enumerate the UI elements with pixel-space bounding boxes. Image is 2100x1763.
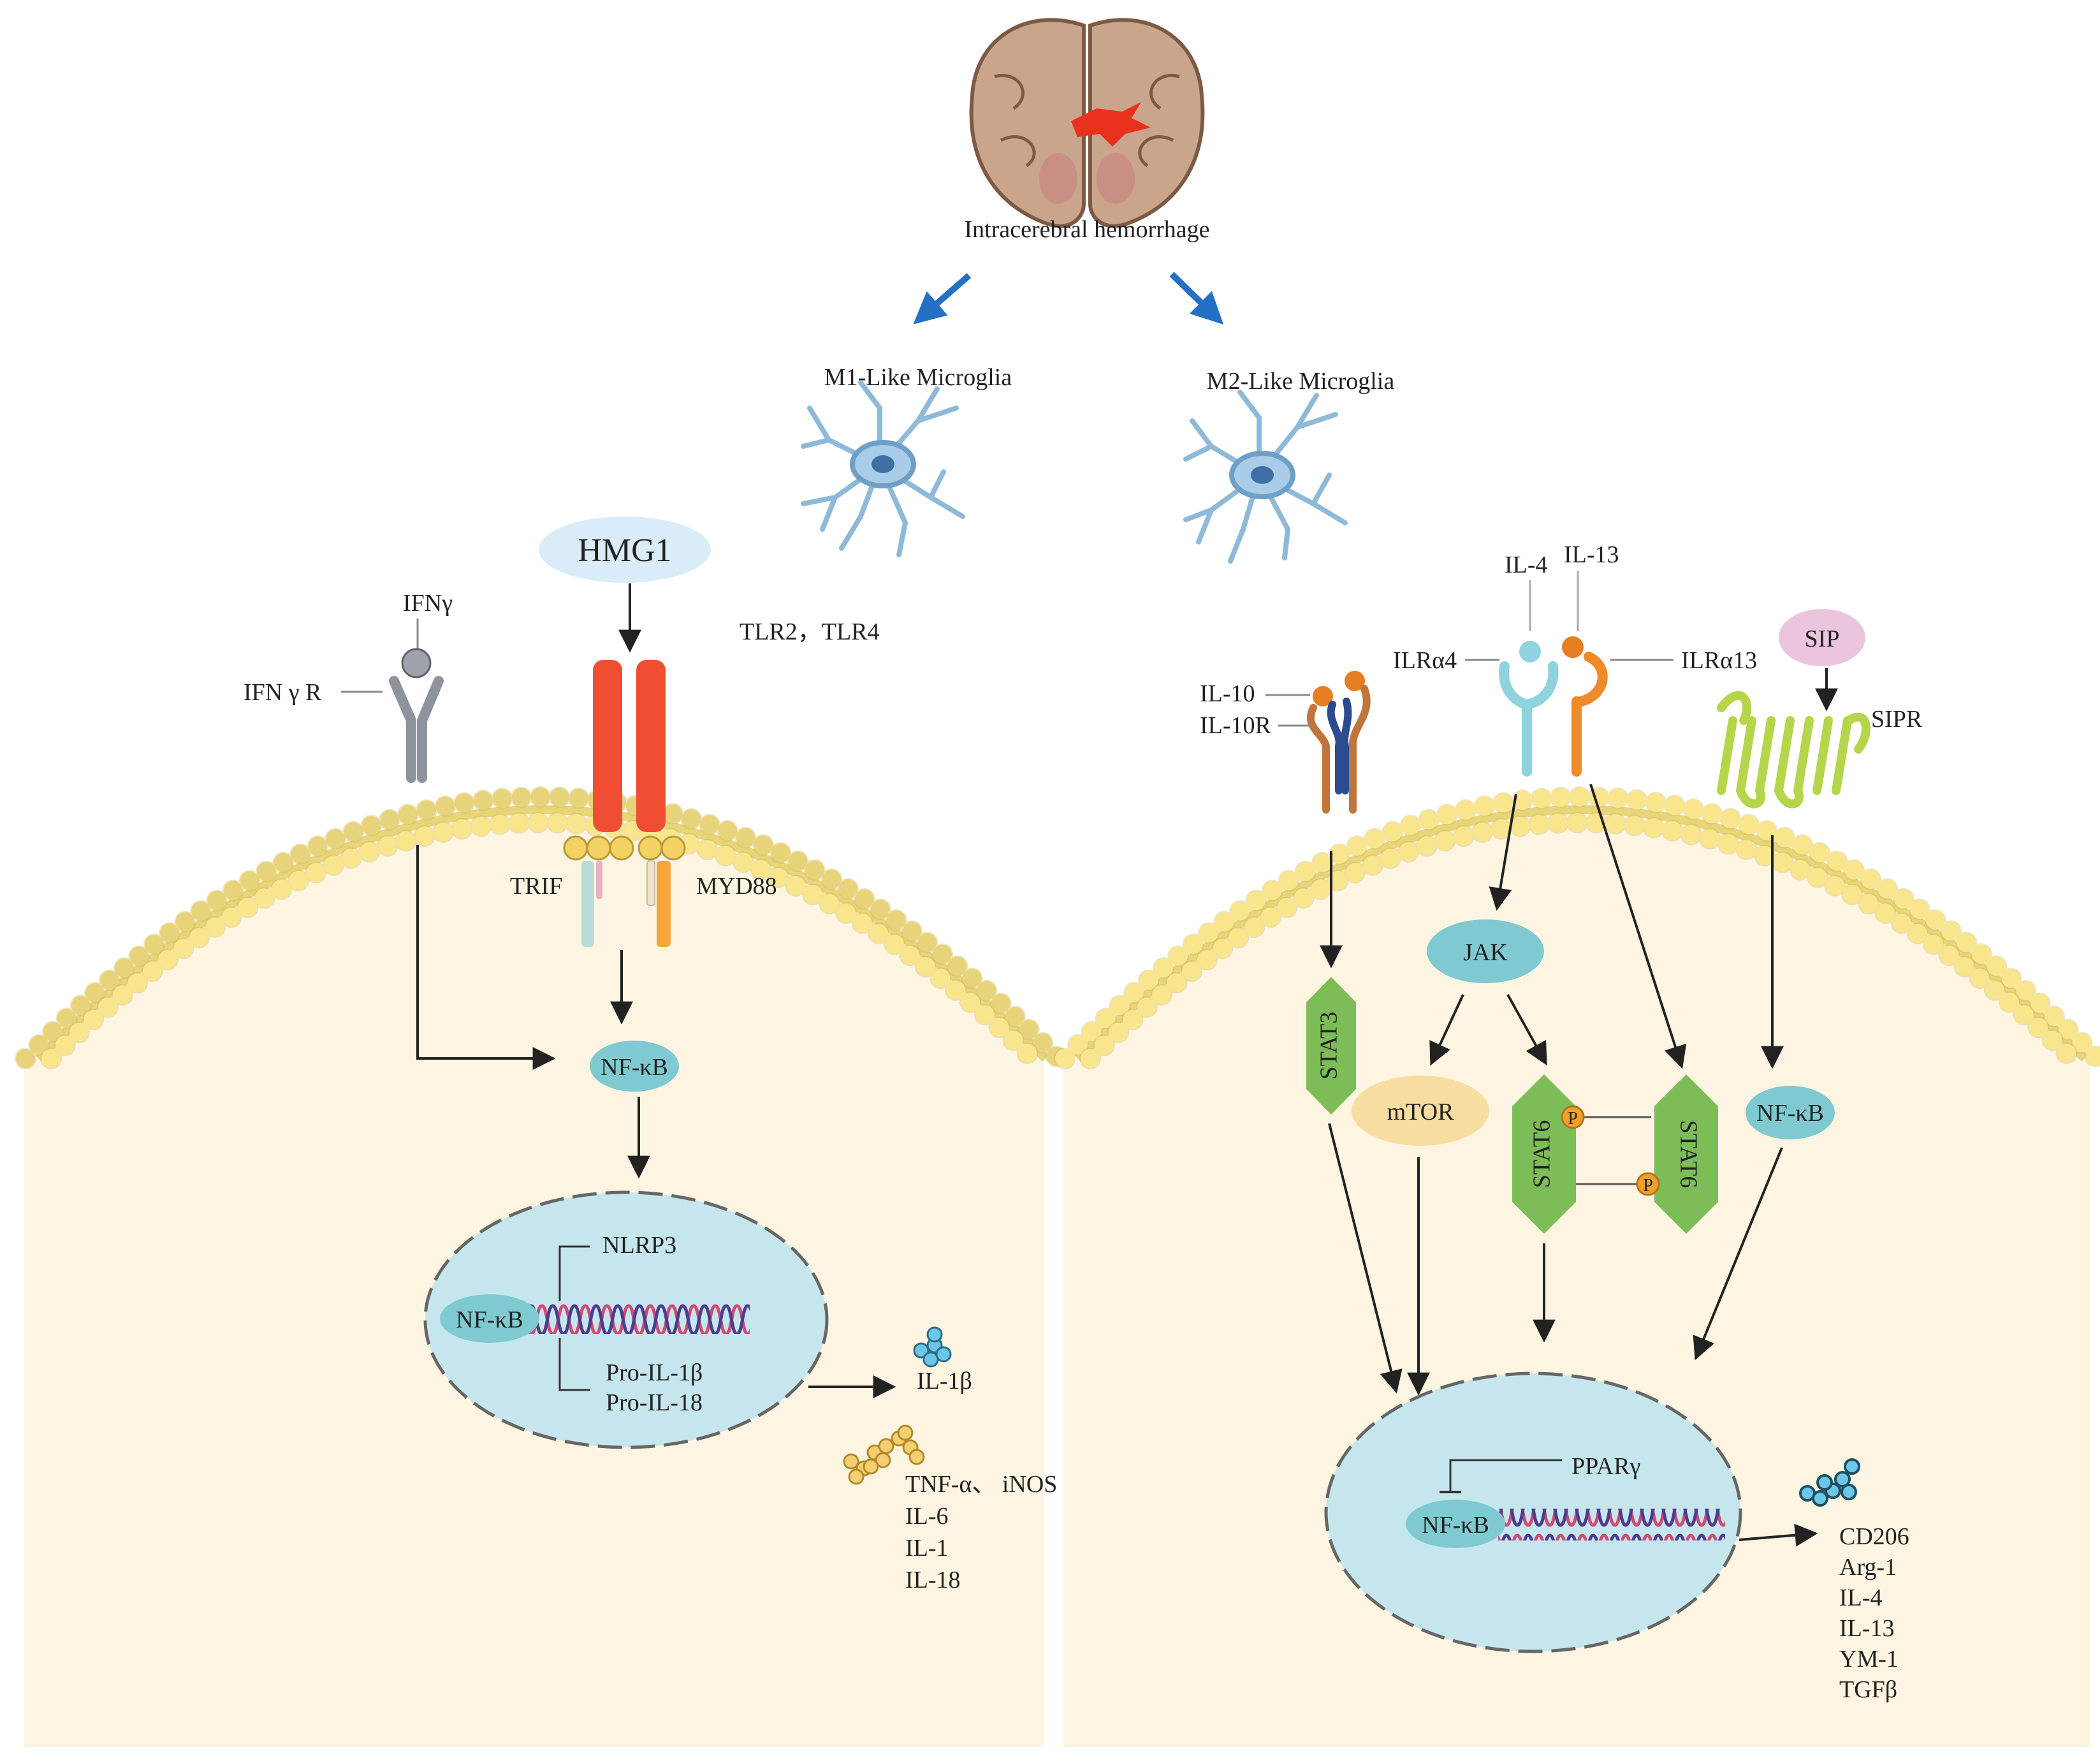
tlr-receptor [563,660,686,947]
sipr-label: SIPR [1871,706,1923,733]
m1-cell [15,786,1069,1747]
il10-ligand-a [1313,686,1333,706]
phospho-p-icon-a [1561,1105,1585,1129]
m1-membrane-outer [16,787,1068,1068]
phospho-p-label-a: P [1568,1109,1578,1129]
pro-il18-label: Pro-IL-18 [606,1389,703,1416]
jak-oval [1427,919,1544,983]
ifng-receptor [389,676,444,783]
m2-output-4: IL-13 [1839,1615,1895,1642]
sipr-receptor [1717,691,1870,808]
m1-output-3: IL-1 [905,1535,949,1562]
stat6-b-label: STAT6 [1675,1120,1702,1189]
myd88-label: MYD88 [696,873,777,900]
sip-label: SIP [1805,625,1840,652]
label-m1-microglia: M1-Like Microglia [824,364,1012,391]
m1-nfkb-cytoplasm [590,1041,679,1092]
trif-label: TRIF [510,873,562,900]
m2-output-2: Arg-1 [1839,1554,1897,1581]
label-m2-microglia: M2-Like Microglia [1207,368,1395,395]
stat6-hexagon-a [1512,1074,1576,1234]
m1-nucleus-nfkb-label: NF-κB [456,1306,523,1333]
m2-output-5: YM-1 [1839,1646,1899,1672]
jak-label: JAK [1463,939,1508,966]
arrow-stat3-nucleus [1328,1123,1403,1394]
hmg1-label: HMG1 [578,532,671,569]
ifng-label: IFNγ [403,590,453,617]
m1-membrane-inner [41,813,1042,1068]
stat6-a-label: STAT6 [1529,1120,1556,1189]
ilra4-label: ILRα4 [1393,647,1457,674]
il10-label: IL-10 [1200,680,1255,707]
m2-membrane-inner [1081,813,2082,1068]
m2-dna [1498,1509,1725,1540]
phospho-p-label-b: P [1643,1176,1653,1196]
nlrp3-label: NLRP3 [602,1232,676,1259]
ifngr-label: IFN γ R [244,679,322,706]
phospho-p-icon-b [1636,1172,1660,1196]
m2-microglia-icon [1183,390,1348,564]
m1-membrane-tails [35,805,1049,1062]
arrow-nfkb-nucleus-m2 [1693,1147,1783,1361]
m2-molecule-icon [1799,1458,1860,1507]
ifng-ligand [401,648,432,678]
arrow-to-m2 [1169,272,1224,325]
mtor-oval [1352,1076,1489,1146]
m1-nucleus-nfkb [440,1294,539,1343]
arrow-jak-stat6 [1506,994,1547,1066]
arrow-to-m1 [913,273,972,325]
hmg1-oval [539,516,711,583]
il13-label: IL-13 [1564,541,1619,568]
arrow-nucleus-m2-outputs [1739,1523,1818,1547]
title-intracerebral-hemorrhage: Intracerebral hemorrhage [964,216,1209,243]
ilra13-label: ILRα13 [1681,647,1757,674]
arrow-jak-mtor [1429,994,1464,1066]
ilra4-receptor [1499,661,1559,777]
brain-illustration [969,18,1205,228]
il13-ligand [1562,636,1584,658]
m2-membrane-outer [1055,787,2100,1068]
m2-nfkb-label: NF-κB [1756,1100,1824,1127]
m2-output-6: TGFβ [1839,1676,1897,1703]
m2-nfkb-cytoplasm [1746,1086,1835,1139]
m2-output-3: IL-4 [1839,1584,1883,1611]
mtor-label: mTOR [1387,1099,1455,1125]
il4-label: IL-4 [1505,552,1548,578]
arrow-il4r-jak [1489,793,1517,911]
cytokine-cluster-icon [843,1424,925,1485]
m1-output-2: IL-6 [905,1503,949,1530]
arrow-il13r-stat6 [1589,784,1687,1069]
m1-dna [523,1302,750,1334]
il1b-molecule-icon [913,1326,952,1368]
il10r-receptor [1306,685,1371,814]
ppar-label: PPARγ [1571,1453,1640,1480]
m1-output-1: TNF-α、 iNOS [905,1471,1057,1498]
m2-nucleus-nfkb-label: NF-κB [1422,1512,1489,1539]
tlr-label: TLR2，TLR4 [740,618,880,645]
m2-output-1: CD206 [1839,1523,1909,1550]
il1b-label: IL-1β [917,1368,972,1394]
stat3-label: STAT3 [1316,1012,1343,1080]
ilra13-receptor [1571,652,1608,777]
m1-microglia-icon [801,380,965,557]
m2-nucleus-nfkb [1406,1500,1505,1548]
stat6-hexagon-b [1654,1074,1718,1234]
ppar-inhibit-line [1449,1459,1562,1492]
pro-il1b-label: Pro-IL-1β [606,1359,703,1386]
sip-oval [1779,609,1865,666]
m1-nfkb-label: NF-κB [601,1054,668,1081]
arrow-ifng-nfkb [416,845,556,1070]
il10-ligand-b [1345,671,1365,691]
il10r-label: IL-10R [1200,712,1272,739]
stat3-hexagon [1306,977,1356,1115]
m1-output-4: IL-18 [905,1567,961,1593]
il4-ligand [1519,641,1541,662]
